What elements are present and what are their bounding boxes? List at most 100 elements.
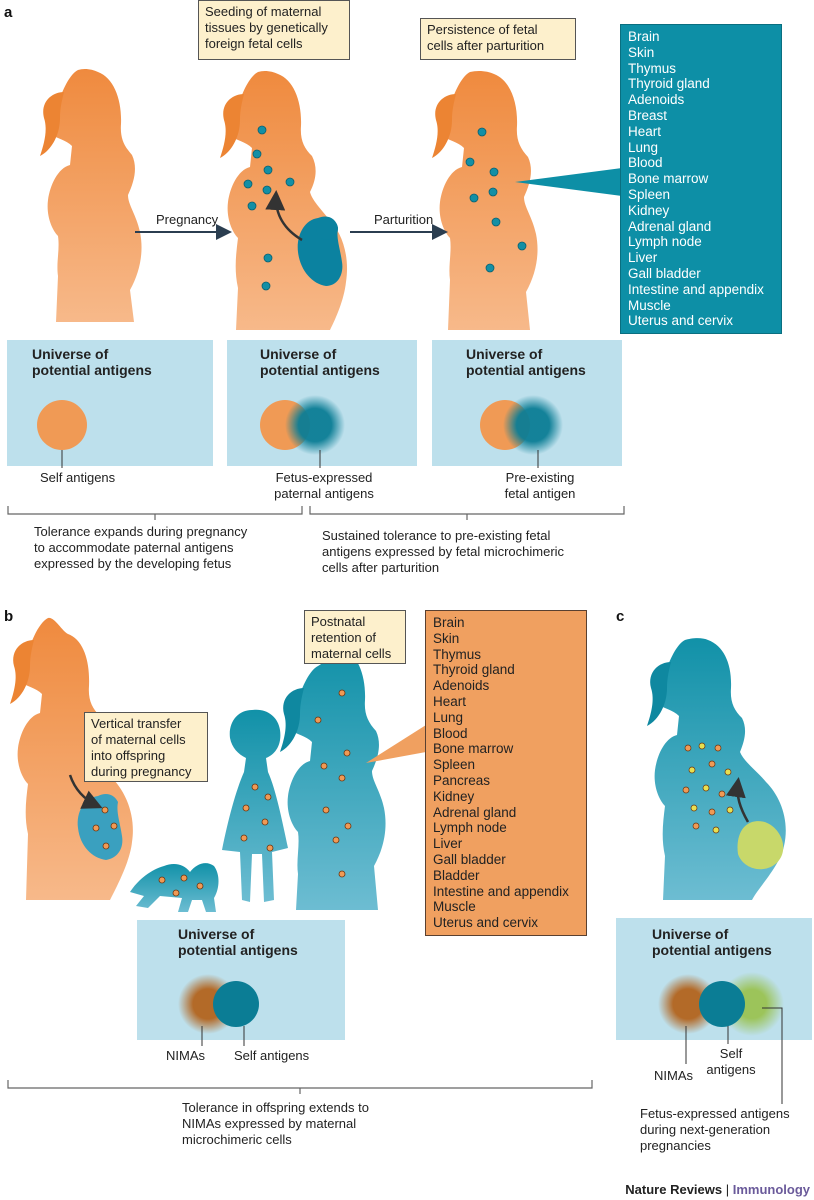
label-self-c-line2: antigens bbox=[706, 1062, 756, 1077]
callout-postnatal: Postnatal retention of maternal cells bbox=[304, 610, 406, 664]
organ-item: Bone marrow bbox=[433, 741, 514, 757]
panel-letter-a: a bbox=[4, 4, 13, 21]
universe-title-line1: Universe of bbox=[260, 346, 337, 362]
organ-item: Skin bbox=[433, 630, 460, 646]
label-nimas-b: NIMAs bbox=[166, 1048, 205, 1063]
universe-title-line1: Universe of bbox=[178, 926, 255, 942]
organ-item: Heart bbox=[433, 693, 467, 709]
label-preexisting: Pre-existing fetal antigen bbox=[490, 470, 590, 502]
arrow-label-parturition: Parturition bbox=[374, 212, 434, 227]
universe-title-a1: Universe of potential antigens bbox=[32, 346, 152, 378]
callout-seeding-line1: Seeding of maternal bbox=[205, 4, 322, 19]
tolerance-a-right-line1: Sustained tolerance to pre-existing feta… bbox=[322, 528, 551, 543]
label-fetus-c-line1: Fetus-expressed antigens bbox=[640, 1106, 790, 1121]
label-self-c-line1: Self bbox=[719, 1046, 743, 1061]
universe-title-line1: Universe of bbox=[32, 346, 109, 362]
journal-credit: Nature Reviews | Immunology bbox=[625, 1182, 810, 1197]
universe-title-line2: potential antigens bbox=[260, 362, 380, 378]
organ-item: Brain bbox=[628, 29, 660, 44]
organ-item: Spleen bbox=[433, 757, 476, 773]
organ-item: Brain bbox=[433, 615, 465, 630]
fetus-c-head bbox=[752, 824, 772, 844]
crawling-baby-silhouette bbox=[130, 863, 219, 912]
bracket-b bbox=[7, 1080, 593, 1089]
woman-silhouette-3 bbox=[432, 70, 538, 331]
organ-item: Pancreas bbox=[433, 772, 491, 788]
universe-title-line1: Universe of bbox=[652, 926, 729, 942]
universe-title-b: Universe of potential antigens bbox=[178, 926, 298, 958]
tolerance-text-a-left: Tolerance expands during pregnancy to ac… bbox=[34, 524, 247, 572]
universe-title-line2: potential antigens bbox=[32, 362, 152, 378]
callout-persistence-line2: cells after parturition bbox=[427, 38, 545, 53]
universe-box-a1 bbox=[7, 340, 213, 466]
panel-letter-b: b bbox=[4, 608, 14, 625]
baby-dots bbox=[158, 874, 204, 897]
tolerance-b-line1: Tolerance in offspring extends to bbox=[182, 1100, 369, 1115]
callout-seeding: Seeding of maternal tissues by genetical… bbox=[198, 0, 350, 60]
callout-seeding-line3: foreign fetal cells bbox=[205, 36, 303, 51]
label-fetus-expressed-c: Fetus-expressed antigens during next-gen… bbox=[640, 1106, 790, 1154]
organ-item: Thymus bbox=[433, 646, 482, 662]
vertical-transfer-arrow bbox=[68, 774, 103, 809]
adult-woman-silhouette-b bbox=[280, 647, 386, 910]
panel-letter-c: c bbox=[616, 608, 625, 625]
tolerance-text-b: Tolerance in offspring extends to NIMAs … bbox=[182, 1100, 369, 1148]
fetal-cell-dots bbox=[243, 125, 527, 291]
organ-item: Bladder bbox=[433, 867, 480, 883]
organ-item: Intestine and appendix bbox=[628, 281, 764, 297]
callout-seeding-line2: tissues by genetically bbox=[205, 20, 328, 35]
label-fetus-paternal: Fetus-expressed paternal antigens bbox=[264, 470, 384, 502]
universe-title-line2: potential antigens bbox=[652, 942, 772, 958]
self-antigen-circle-b bbox=[213, 981, 259, 1027]
bracket-a-right bbox=[309, 506, 625, 515]
leader-fetus-c bbox=[762, 1007, 783, 1104]
adult-b-dots bbox=[314, 689, 352, 878]
organ-item: Muscle bbox=[433, 899, 476, 915]
tolerance-b-line2: NIMAs expressed by maternal bbox=[182, 1116, 357, 1131]
organ-item: Blood bbox=[628, 155, 663, 171]
organ-item: Uterus and cervix bbox=[628, 313, 734, 329]
organ-item: Adenoids bbox=[628, 92, 685, 108]
pregnant-woman-silhouette bbox=[220, 70, 348, 331]
label-preexisting-line1: Pre-existing bbox=[505, 470, 575, 485]
footer-brand: Nature Reviews bbox=[625, 1182, 723, 1197]
callout-postnatal-line2: retention of bbox=[311, 630, 377, 645]
organ-list-a: Brain Skin Thymus Thyroid gland Adenoids… bbox=[620, 24, 782, 334]
bracket-a-left bbox=[7, 506, 303, 515]
footer-journal: Immunology bbox=[732, 1182, 810, 1197]
label-self-antigens-a: Self antigens bbox=[40, 470, 116, 485]
callout-vertical-line3: into offspring bbox=[91, 748, 166, 763]
tolerance-b-line3: microchimeric cells bbox=[182, 1132, 292, 1147]
organ-item: Blood bbox=[433, 725, 468, 741]
organ-item: Adrenal gland bbox=[433, 804, 517, 820]
callout-vertical-line4: during pregnancy bbox=[91, 764, 192, 779]
label-fetus-c-line2: during next-generation bbox=[640, 1122, 771, 1137]
callout-persistence: Persistence of fetal cells after parturi… bbox=[420, 18, 576, 60]
seeding-arrow bbox=[265, 190, 303, 242]
organ-item: Kidney bbox=[433, 788, 475, 804]
organ-list-b: Brain Skin Thymus Thyroid gland Adenoids… bbox=[425, 610, 587, 936]
organ-item: Thyroid gland bbox=[628, 76, 710, 92]
organ-item: Lymph node bbox=[433, 820, 507, 836]
woman-silhouette-1 bbox=[40, 68, 142, 323]
organ-item: Intestine and appendix bbox=[433, 883, 569, 899]
self-antigen-circle-c bbox=[699, 981, 745, 1027]
organ-pointer-b bbox=[366, 725, 426, 763]
fetus-head bbox=[316, 218, 338, 240]
organ-item: Liver bbox=[628, 250, 658, 266]
organ-item: Lung bbox=[628, 139, 659, 155]
organ-pointer-a bbox=[515, 168, 622, 196]
nimas-circle-c bbox=[658, 974, 718, 1034]
organ-item: Heart bbox=[628, 123, 662, 139]
label-fetus-paternal-line2: paternal antigens bbox=[274, 486, 374, 501]
callout-postnatal-line3: maternal cells bbox=[311, 646, 392, 661]
label-fetus-paternal-line1: Fetus-expressed bbox=[275, 470, 373, 485]
label-self-antigens-b: Self antigens bbox=[234, 1048, 310, 1063]
tolerance-a-right-line2: antigens expressed by fetal microchimeri… bbox=[322, 544, 565, 559]
panel-c-arrow bbox=[725, 777, 750, 823]
fetal-antigen-circle-a3 bbox=[503, 395, 563, 455]
label-nimas-c: NIMAs bbox=[654, 1068, 693, 1083]
organ-item: Gall bladder bbox=[433, 851, 506, 867]
universe-title-a2: Universe of potential antigens bbox=[260, 346, 380, 378]
